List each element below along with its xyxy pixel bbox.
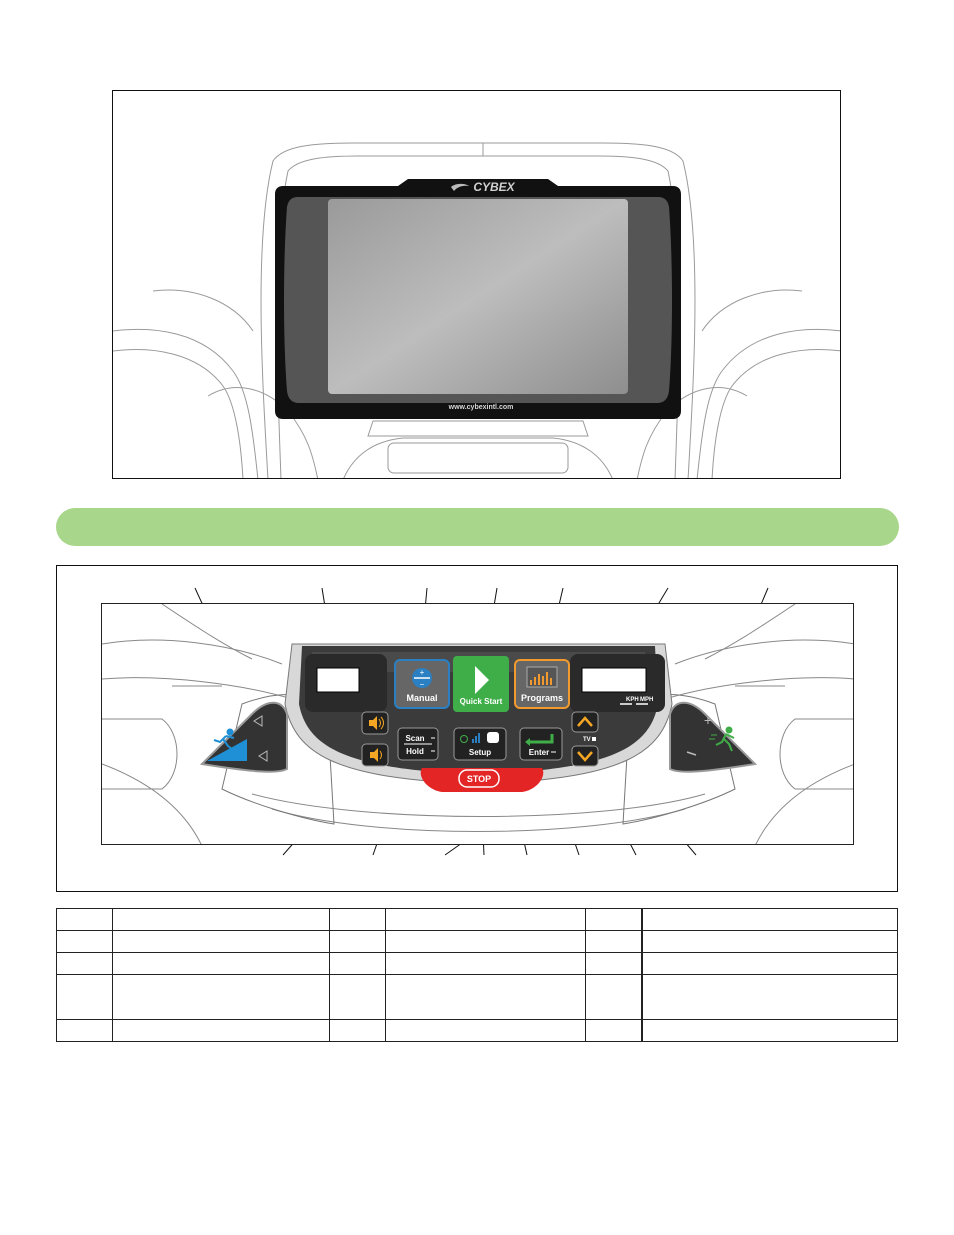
table-cell: [585, 930, 643, 953]
kph-label: KPH: [626, 697, 639, 703]
console-display-figure: CYBEX www.cybexintl.com: [112, 90, 841, 479]
volume-down-icon: [370, 748, 378, 762]
scan-hold-button[interactable]: Scan Hold: [397, 727, 439, 761]
power-icon: [460, 735, 468, 743]
play-icon: [475, 666, 489, 694]
table-cell: [385, 952, 586, 975]
incline-up-arrow: [253, 715, 263, 727]
cybex-logo: CYBEX: [451, 180, 516, 194]
table-cell: [56, 952, 113, 975]
stop-button[interactable]: STOP: [420, 768, 544, 792]
table-cell: [112, 908, 330, 931]
quick-start-button[interactable]: Quick Start: [453, 656, 509, 712]
table-row: [56, 930, 898, 953]
table-cell: [56, 974, 113, 1020]
table-cell: [56, 1019, 113, 1042]
table-cell: [112, 1019, 330, 1042]
svg-text:Manual: Manual: [406, 693, 437, 703]
channel-down-button[interactable]: [571, 745, 599, 767]
table-cell: [585, 974, 643, 1020]
legend-table: [56, 908, 898, 1042]
table-cell: [585, 908, 643, 931]
enter-button[interactable]: Enter: [519, 727, 563, 761]
table-cell: [641, 952, 898, 975]
chevron-down-icon: [577, 751, 593, 762]
speed-pad[interactable]: +: [669, 701, 758, 773]
table-cell: [329, 908, 386, 931]
volume-up-button[interactable]: [361, 711, 389, 735]
table-cell: [385, 974, 586, 1020]
channel-up-button[interactable]: [571, 711, 599, 733]
control-panel-drawing: KPH MPH + − Manual Quick Start: [102, 604, 853, 844]
incline-down-arrow: [258, 750, 268, 762]
speed-plus-icon: +: [704, 712, 712, 728]
svg-text:Setup: Setup: [469, 748, 491, 757]
speed-minus-icon: [686, 751, 697, 756]
plus-icon: +: [420, 668, 425, 677]
table-row: [56, 952, 898, 975]
website-label: www.cybexintl.com: [448, 404, 514, 411]
table-row: [56, 908, 898, 931]
table-cell: [112, 974, 330, 1020]
table-cell: [641, 930, 898, 953]
table-row: [56, 974, 898, 1020]
table-cell: [585, 1019, 643, 1042]
setup-button[interactable]: Setup: [453, 727, 507, 761]
table-cell: [329, 974, 386, 1020]
signal-bars-icon: [472, 733, 480, 743]
svg-text:Hold: Hold: [406, 747, 424, 756]
table-cell: [329, 930, 386, 953]
mph-label: MPH: [640, 697, 653, 703]
table-cell: [385, 930, 586, 953]
table-cell: [112, 930, 330, 953]
table-cell: [641, 1019, 898, 1042]
table-cell: [585, 952, 643, 975]
svg-text:STOP: STOP: [467, 774, 491, 784]
svg-text:Enter: Enter: [529, 748, 549, 757]
table-cell: [641, 908, 898, 931]
tv-label: TV: [583, 737, 591, 743]
volume-up-icon: [369, 716, 377, 730]
table-cell: [112, 952, 330, 975]
table-cell: [56, 930, 113, 953]
table-cell: [385, 1019, 586, 1042]
manual-button[interactable]: + − Manual: [394, 659, 450, 709]
svg-text:CYBEX: CYBEX: [473, 180, 515, 194]
table-cell: [329, 1019, 386, 1042]
table-cell: [329, 952, 386, 975]
table-row: [56, 1019, 898, 1042]
table-cell: [641, 974, 898, 1020]
table-cell: [56, 908, 113, 931]
incline-runner-icon: [213, 728, 235, 750]
svg-text:Scan: Scan: [405, 734, 424, 743]
table-cell: [385, 908, 586, 931]
console-display-drawing: CYBEX www.cybexintl.com: [113, 142, 840, 478]
chevron-up-icon: [577, 716, 593, 727]
lcd-screen: [328, 199, 628, 394]
incline-readout: [316, 667, 360, 693]
minus-icon: −: [420, 680, 425, 689]
enter-arrow-icon: [530, 734, 554, 744]
speed-runner-icon: [709, 726, 735, 752]
programs-button[interactable]: Programs: [514, 659, 570, 709]
volume-down-button[interactable]: [361, 743, 389, 767]
svg-text:Quick Start: Quick Start: [460, 697, 503, 706]
speed-readout: [581, 667, 647, 693]
control-panel-photo: KPH MPH + − Manual Quick Start: [101, 603, 854, 845]
svg-text:Programs: Programs: [521, 693, 563, 703]
incline-pad[interactable]: [199, 701, 288, 773]
section-banner: [56, 508, 899, 546]
